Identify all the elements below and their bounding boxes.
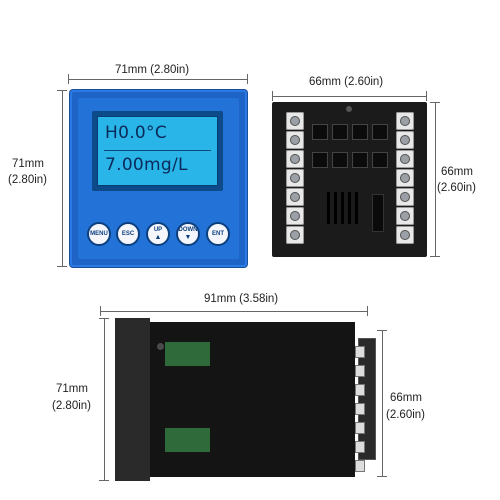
side-depth-label: 91mm (3.58in) [204, 293, 279, 305]
menu-button[interactable]: MENU [87, 222, 111, 246]
terminal-screw [286, 207, 304, 225]
up-arrow-icon: ▲ [154, 234, 162, 241]
front-height-label-mm: 71mm [12, 158, 44, 170]
menu-button-label: MENU [90, 230, 108, 237]
vent-slot [341, 192, 344, 224]
back-height-label-in: (2.60in) [437, 182, 476, 194]
dim-tick [430, 102, 440, 103]
dim-tick [426, 91, 427, 101]
ent-button[interactable]: ENT [206, 222, 230, 246]
vent-slot [334, 192, 337, 224]
side-terminal [355, 365, 365, 377]
side-depth-line [100, 311, 368, 312]
lcd-line-2: 7.00mg/L [105, 155, 188, 175]
front-height-line [62, 90, 63, 267]
back-width-label: 66mm (2.60in) [309, 76, 384, 88]
side-terminal [355, 460, 365, 472]
pcb-top [165, 342, 210, 366]
back-height-label-mm: 66mm [441, 166, 473, 178]
up-button[interactable]: UP ▲ [146, 222, 170, 246]
lcd-frame: H0.0°C 7.00mg/L [92, 111, 223, 191]
esc-button-label: ESC [121, 230, 135, 237]
front-width-label: 71mm (2.80in) [115, 64, 190, 76]
vent-slot [348, 192, 351, 224]
terminal-screw [396, 131, 414, 149]
terminal-screw [396, 226, 414, 244]
mounting-hole-icon [346, 106, 352, 112]
side-terminal [355, 384, 365, 396]
down-arrow-icon: ▼ [184, 234, 192, 241]
connector-slot [312, 124, 328, 140]
side-terminal [355, 403, 365, 415]
side-hole-icon [157, 343, 164, 350]
side-back-height-label-mm: 66mm [390, 392, 422, 404]
dim-tick [377, 476, 387, 477]
front-width-line [68, 79, 248, 80]
terminal-screw [286, 226, 304, 244]
vent-slot [327, 192, 330, 224]
dim-tick [430, 256, 440, 257]
connector-slot [332, 152, 348, 168]
dim-tick [57, 90, 67, 91]
terminal-screw [396, 169, 414, 187]
front-panel: H0.0°C 7.00mg/L MENU ESC UP ▲ DOWN ▼ ENT [70, 90, 247, 267]
side-slot [372, 194, 384, 232]
lcd-divider [104, 150, 211, 151]
back-height-line [435, 102, 436, 257]
side-housing [115, 322, 355, 477]
connector-slot [312, 152, 328, 168]
down-button-label: DOWN [178, 227, 198, 233]
dim-tick [247, 74, 248, 84]
connector-slot [352, 124, 368, 140]
dim-tick [367, 306, 368, 316]
front-height-label-in: (2.80in) [8, 174, 47, 186]
terminal-screw [396, 150, 414, 168]
terminal-screw [396, 188, 414, 206]
dim-tick [68, 74, 69, 84]
lcd-screen: H0.0°C 7.00mg/L [97, 116, 218, 186]
dim-tick [57, 266, 67, 267]
terminal-screw [286, 169, 304, 187]
dim-tick [377, 330, 387, 331]
side-terminal [355, 441, 365, 453]
terminal-screw [286, 150, 304, 168]
ent-button-label: ENT [212, 230, 224, 237]
back-width-line [272, 96, 427, 97]
down-button[interactable]: DOWN ▼ [176, 222, 200, 246]
side-front-height-line [104, 318, 105, 481]
connector-slot [332, 124, 348, 140]
terminal-screw [286, 131, 304, 149]
dim-tick [99, 318, 109, 319]
side-terminal [355, 346, 365, 358]
connector-slot [372, 124, 388, 140]
pcb-bottom [165, 428, 210, 452]
vent-slot [355, 192, 358, 224]
terminal-screw [396, 207, 414, 225]
dim-tick [99, 480, 109, 481]
side-front-height-label-mm: 71mm [56, 383, 88, 395]
side-terminal [355, 422, 365, 434]
terminal-screw [286, 188, 304, 206]
back-panel [272, 102, 427, 257]
connector-slot [372, 152, 388, 168]
up-button-label: UP [153, 227, 163, 233]
dim-tick [272, 91, 273, 101]
terminal-screw [286, 112, 304, 130]
dim-tick [100, 306, 101, 316]
lcd-line-1: H0.0°C [105, 123, 167, 143]
terminal-screw [396, 112, 414, 130]
side-front-bezel [115, 318, 150, 481]
side-front-height-label-in: (2.80in) [52, 400, 91, 412]
connector-slot [352, 152, 368, 168]
esc-button[interactable]: ESC [116, 222, 140, 246]
side-back-height-line [382, 330, 383, 477]
side-back-height-label-in: (2.60in) [386, 409, 425, 421]
